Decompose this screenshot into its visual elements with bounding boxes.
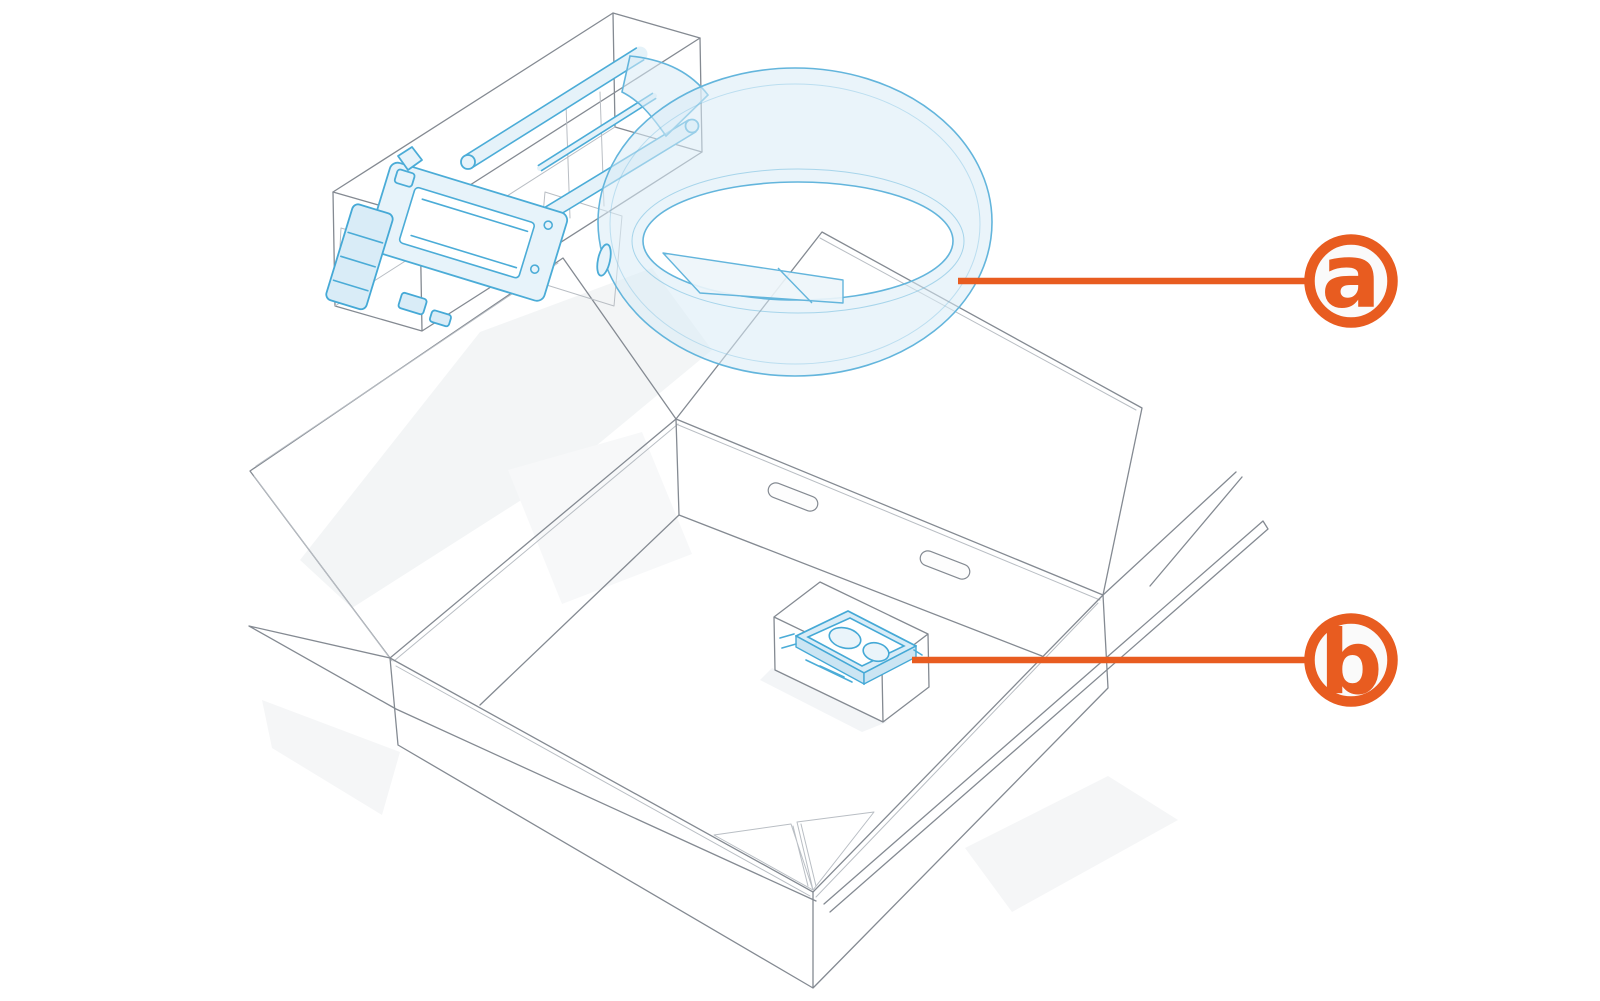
accessory-box [760,581,930,732]
coiled-tube [596,55,993,377]
callout-b-letter: b [1320,611,1383,714]
coil-torus [597,67,993,377]
callout-b: b [912,611,1398,714]
far-right-wall [676,419,1103,656]
tube-end [596,243,612,277]
handle-slot [767,482,819,512]
molded-tray [779,610,923,686]
right-edge-flap [818,521,1263,908]
callout-a-letter: a [1321,225,1380,328]
box-lines [248,231,1269,989]
callout-a-badge [1304,234,1398,328]
shipping-box [248,231,1269,989]
left-edge-flap [249,626,818,903]
printhead-carriage [325,146,569,328]
near-right-wall [813,595,1108,988]
box-floor [480,515,1042,892]
callout-a: a [958,225,1398,328]
coil-end-fold [662,252,844,304]
handle-slot [919,550,971,580]
handle-slots [767,482,971,580]
callout-b-badge [1304,613,1398,707]
shadows [262,268,1178,912]
